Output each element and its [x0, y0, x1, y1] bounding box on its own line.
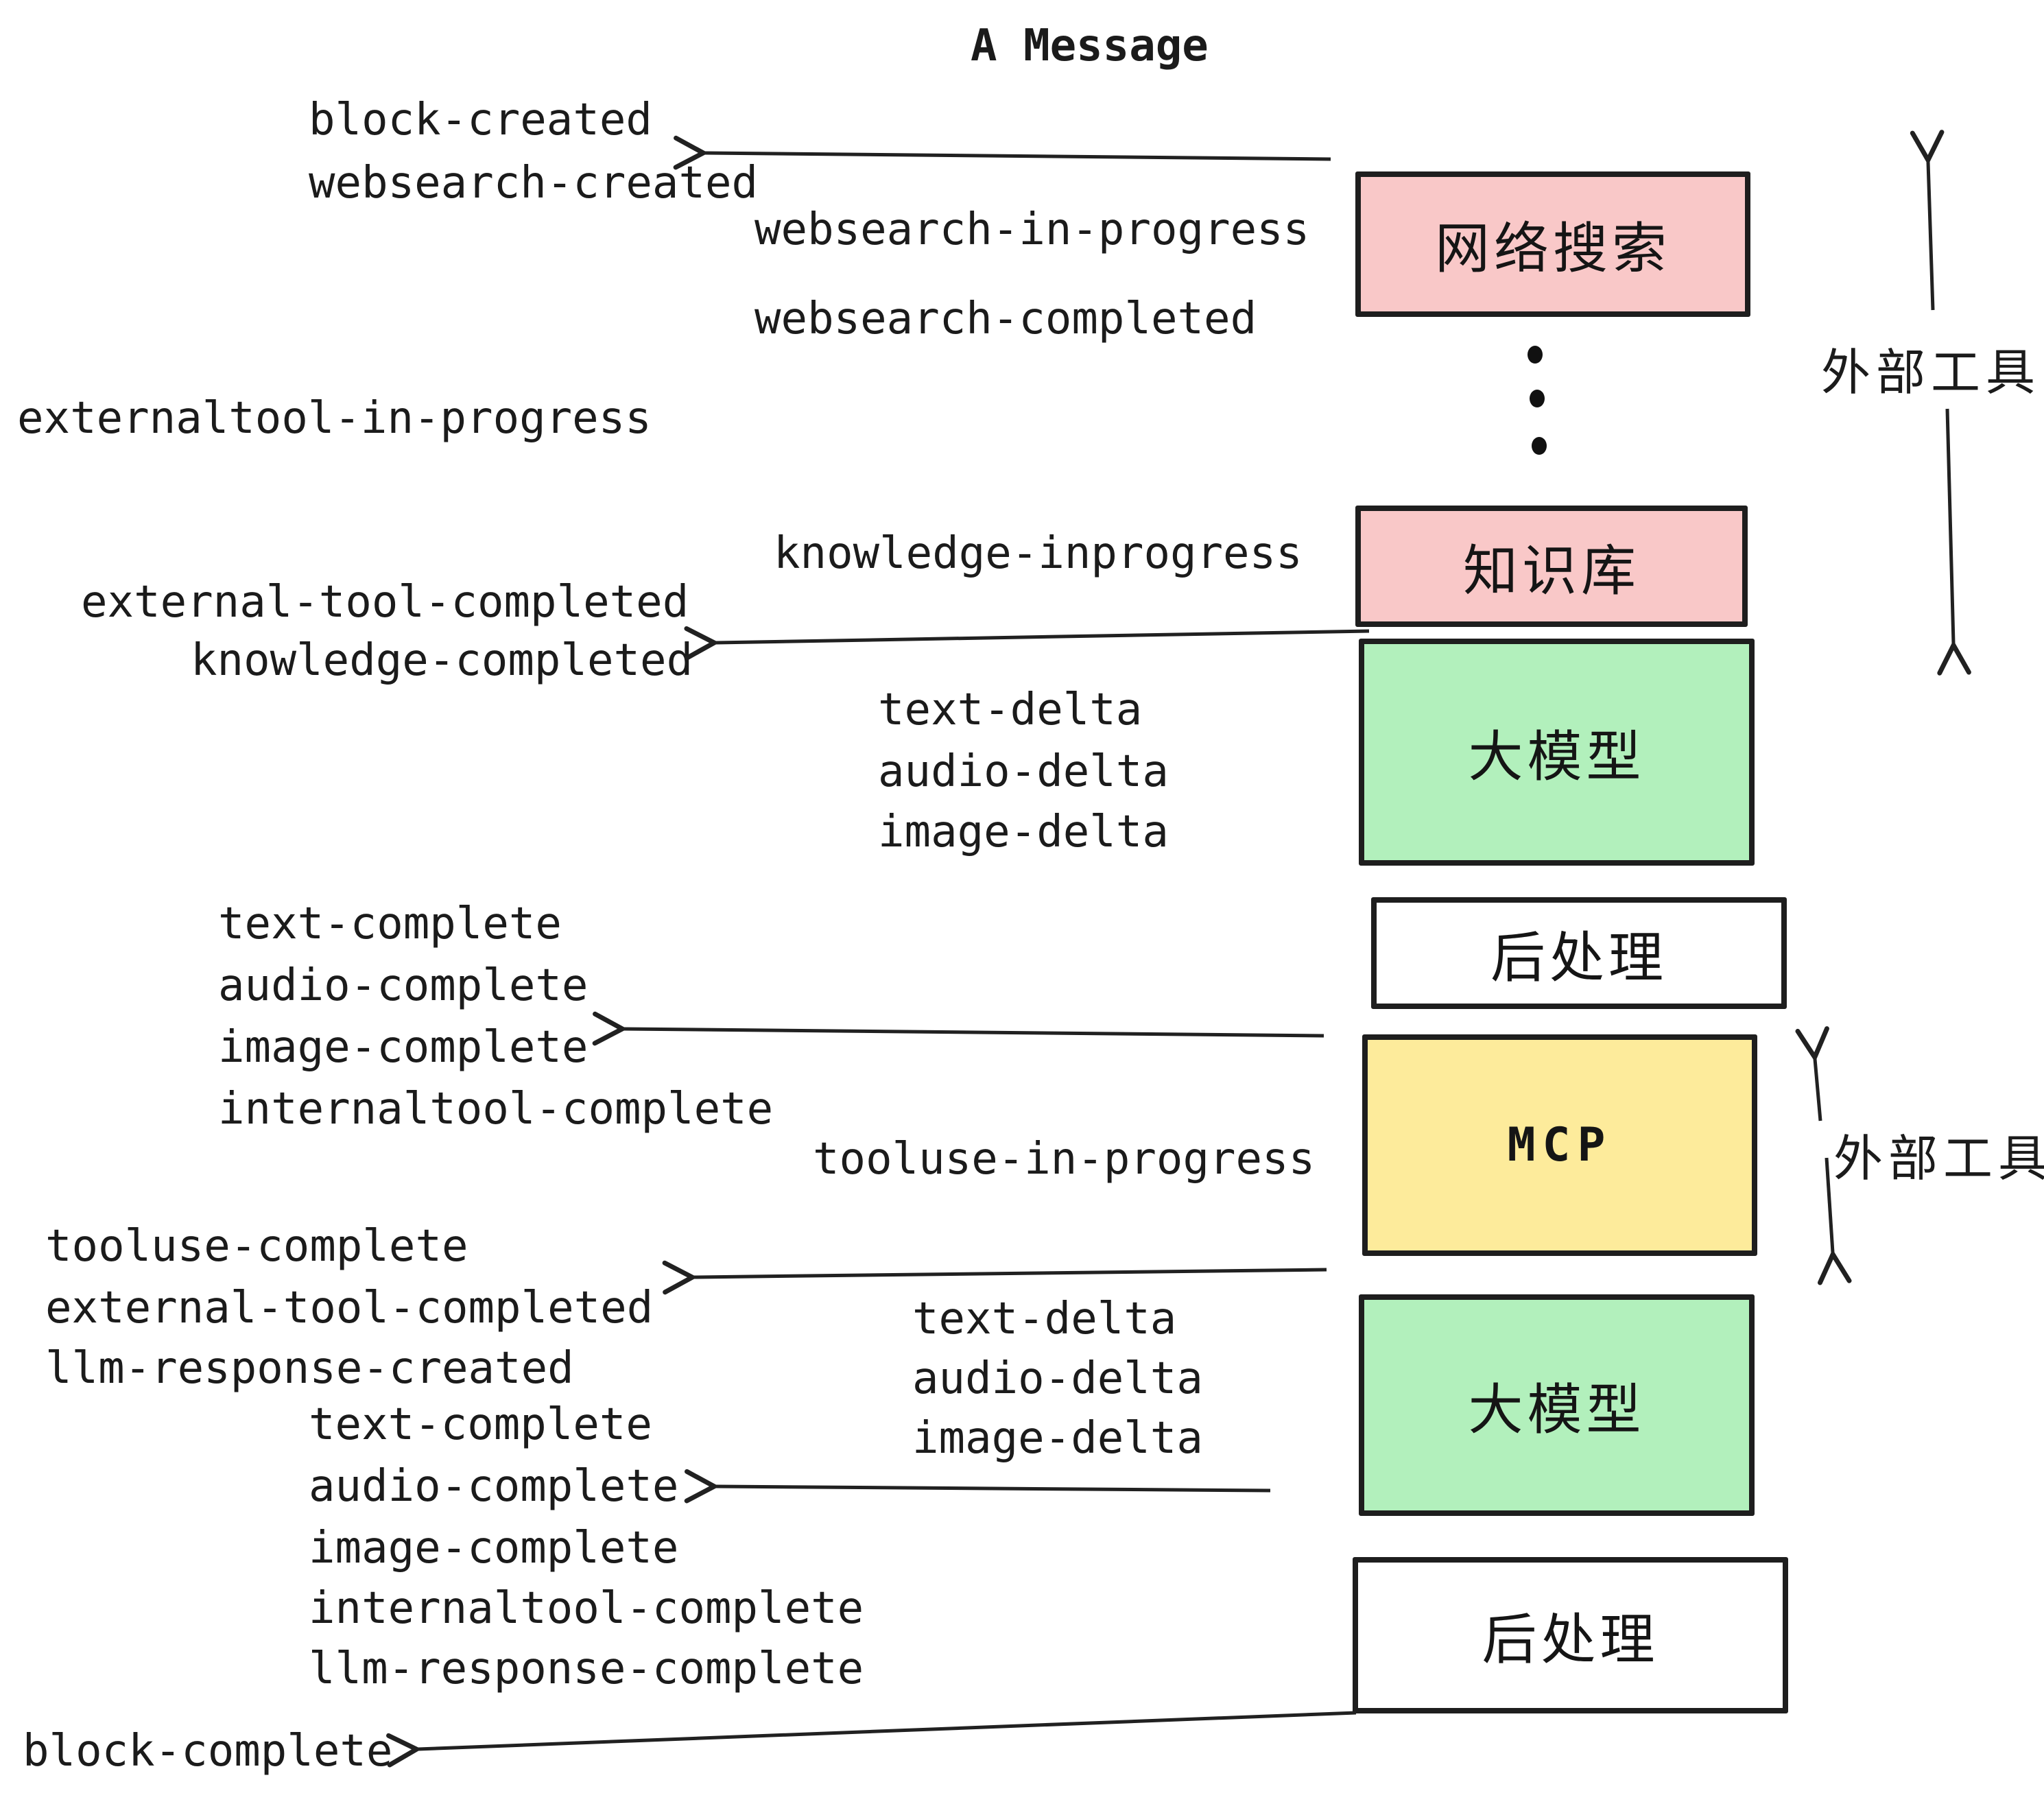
node-llm-2-label: 大模型: [1468, 1377, 1645, 1442]
event-label-image-delta-2: image-delta: [912, 1413, 1203, 1464]
event-label-image-complete-2: image-complete: [309, 1523, 679, 1574]
event-label-tooluse-complete: tooluse-complete: [45, 1221, 468, 1272]
vertical-ellipsis-icon: [1528, 346, 1547, 455]
event-label-internaltool-complete-1: internaltool-complete: [218, 1084, 774, 1135]
external-tools-label-top: 外部工具: [1821, 344, 2041, 401]
event-label-knowledge-inprogress: knowledge-inprogress: [774, 528, 1303, 579]
node-websearch-label: 网络搜索: [1435, 217, 1671, 281]
arrow-llm2-to-complete-list: [684, 1469, 1271, 1504]
arrow-external-tools-up-icon: [1910, 130, 1945, 311]
event-label-block-complete: block-complete: [23, 1726, 393, 1777]
event-label-block-created: block-created: [309, 95, 652, 145]
event-label-audio-delta-2: audio-delta: [912, 1353, 1203, 1404]
node-knowledge-base: 知识库: [1355, 506, 1748, 627]
arrow-postprocess1-to-complete-list: [592, 1011, 1324, 1046]
event-label-websearch-in-progress: websearch-in-progress: [754, 204, 1310, 255]
external-tools-label-mcp: 外部工具: [1833, 1130, 2044, 1187]
event-label-audio-delta-1: audio-delta: [878, 746, 1169, 797]
event-label-externaltool-in-progress: externaltool-in-progress: [17, 393, 652, 444]
node-postprocess-1-label: 后处理: [1490, 925, 1667, 990]
arrow-mcp-external-up-icon: [1795, 1026, 1829, 1121]
event-label-text-complete-2: text-complete: [309, 1399, 652, 1450]
arrow-postprocess2-to-block-complete: [386, 1711, 1357, 1768]
arrow-mcp-external-down-icon: [1818, 1157, 1852, 1285]
arrow-mcp-to-tooluse-complete: [662, 1260, 1327, 1295]
node-llm-1: 大模型: [1359, 639, 1755, 866]
node-websearch: 网络搜索: [1355, 171, 1750, 317]
event-label-text-delta-1: text-delta: [878, 685, 1143, 735]
event-label-llm-response-created: llm-response-created: [45, 1343, 574, 1394]
node-mcp: MCP: [1362, 1034, 1757, 1256]
diagram-title: A Message: [971, 21, 1209, 71]
event-label-text-delta-2: text-delta: [912, 1294, 1177, 1344]
event-label-internaltool-complete-2: internaltool-complete: [309, 1583, 864, 1634]
node-postprocess-2-label: 后处理: [1482, 1608, 1659, 1672]
event-label-llm-response-complete: llm-response-complete: [309, 1643, 864, 1694]
event-label-audio-complete-1: audio-complete: [218, 960, 589, 1011]
event-label-websearch-created: websearch-created: [309, 158, 759, 209]
event-label-audio-complete-2: audio-complete: [309, 1461, 679, 1512]
node-mcp-label: MCP: [1507, 1118, 1613, 1172]
event-label-websearch-completed: websearch-completed: [754, 294, 1257, 344]
node-llm-2: 大模型: [1359, 1294, 1755, 1516]
event-label-tooluse-in-progress: tooluse-in-progress: [813, 1134, 1316, 1185]
node-postprocess-2: 后处理: [1353, 1557, 1788, 1713]
arrow-knowledge-to-knowledge-completed: [684, 626, 1370, 661]
node-knowledge-base-label: 知识库: [1463, 538, 1640, 603]
arrow-websearch-to-block-created: [673, 135, 1331, 170]
event-label-image-complete-1: image-complete: [218, 1022, 589, 1073]
event-label-knowledge-completed: knowledge-completed: [191, 635, 693, 686]
event-label-external-tool-completed: external-tool-completed: [81, 577, 689, 628]
event-label-image-delta-1: image-delta: [878, 807, 1169, 857]
node-llm-1-label: 大模型: [1468, 724, 1645, 789]
event-label-external-tool-completed-2: external-tool-completed: [45, 1283, 654, 1333]
node-postprocess-1: 后处理: [1371, 897, 1787, 1009]
event-label-text-complete-1: text-complete: [218, 899, 562, 949]
arrow-external-tools-down-icon: [1937, 408, 1971, 676]
